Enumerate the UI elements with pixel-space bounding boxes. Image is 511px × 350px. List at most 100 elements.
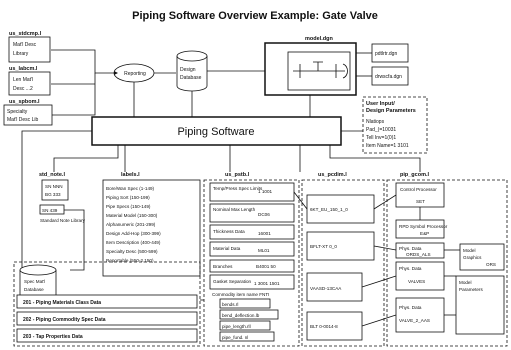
piping-software-label: Piping Software bbox=[177, 126, 254, 138]
file-us-stdcmp: us_stdcmp.l Mat'l Desc Library bbox=[8, 31, 51, 63]
cylinder-top bbox=[176, 50, 208, 62]
file-box bbox=[8, 71, 51, 96]
pstb-extra: Commodity item name FNTI bbox=[212, 292, 269, 297]
pcdim-item: BFLT-XT 0_0 bbox=[310, 244, 337, 249]
std-note-box bbox=[41, 179, 69, 201]
std-note-code-box bbox=[39, 204, 65, 215]
file-name: us_labcm.l bbox=[9, 66, 38, 72]
phys-data-value: VALVES bbox=[408, 279, 425, 284]
db-label: Design bbox=[180, 67, 196, 73]
labels-line: Piping Sort (150-199) bbox=[106, 195, 150, 200]
phys-data-title: Phys. Data bbox=[399, 246, 422, 251]
table-row-box bbox=[16, 294, 198, 309]
pcdim-item-box bbox=[306, 194, 375, 224]
pcdim-item: 6KT_EU_150_1_0 bbox=[310, 207, 348, 212]
connector bbox=[51, 49, 114, 74]
pstb-row-box bbox=[209, 259, 295, 273]
std-note-line: SN NNN bbox=[45, 184, 63, 189]
connector bbox=[52, 73, 96, 116]
model-graphics-line: ORS bbox=[486, 262, 496, 267]
connector bbox=[64, 209, 85, 271]
col-name: pip_gcom.l bbox=[400, 172, 430, 178]
col-us-pstb: us_pstb.l Temp/Press Spec Limits 1 1001 … bbox=[203, 172, 300, 347]
user-input-line: Nlatiops bbox=[366, 119, 385, 125]
connector bbox=[361, 275, 397, 288]
rpd-value: E&P bbox=[420, 231, 429, 236]
reporting-node: Reporting bbox=[113, 63, 155, 83]
col-name: labels.l bbox=[121, 172, 140, 178]
pstb-row-label: Thickness Data bbox=[213, 229, 245, 234]
arrowhead bbox=[114, 71, 118, 75]
pstb-row-box bbox=[209, 274, 295, 290]
model-parameters-box bbox=[455, 275, 505, 335]
table-row: 202 - Piping Commodity Spec Data bbox=[23, 317, 106, 323]
file-line: Len Mat'l bbox=[13, 77, 33, 83]
diagram-title: Piping Software Overview Example: Gate V… bbox=[132, 10, 378, 22]
file-line: Mat'l Desc bbox=[13, 42, 37, 48]
pstb-subfile-box bbox=[219, 309, 279, 320]
col-pip-gcom: pip_gcom.l Control Processor SET RPD Sym… bbox=[386, 172, 508, 347]
file-line: Desc ...2 bbox=[13, 86, 33, 92]
file-us-spbom: us_spbom.l Specialty Mat'l Desc Lib bbox=[3, 99, 53, 126]
std-note-line: BG 333 bbox=[45, 192, 61, 197]
connector bbox=[53, 145, 119, 172]
pstb-subfile: bend_deflection.lb bbox=[222, 313, 260, 318]
control-processor-title: Control Processor bbox=[400, 187, 437, 192]
spec-matl-database: Spec Mat'l Database bbox=[19, 264, 57, 303]
us-pcdim-frame bbox=[301, 179, 385, 347]
connector bbox=[293, 191, 308, 210]
table-row-box bbox=[16, 311, 198, 326]
table-row: 201 - Piping Materials Class Data bbox=[23, 300, 101, 306]
pstb-row-label: Gasket Separation bbox=[213, 279, 251, 284]
file-name: us_spbom.l bbox=[9, 99, 40, 105]
labels-line: Specialty Desc (500-599) bbox=[106, 249, 158, 254]
cylinder-top bbox=[19, 264, 57, 276]
col-name: us_pstb.l bbox=[225, 172, 250, 178]
user-input-line: Pad_(=10031 bbox=[366, 127, 396, 133]
labels-line: Pipe Specs (150-149) bbox=[106, 204, 151, 209]
phys-data-box bbox=[395, 297, 445, 333]
model-dgn: model.dgn bbox=[264, 36, 357, 96]
labels-line: Bore/Wan Spec (1-149) bbox=[106, 186, 155, 191]
design-database: Design Database bbox=[176, 50, 208, 92]
pstb-row-box bbox=[209, 241, 295, 257]
piping-software-box: Piping Software bbox=[91, 116, 342, 146]
pcdim-item-box bbox=[306, 311, 363, 341]
pstb-row-label: Nominal Max Length bbox=[213, 207, 256, 212]
pstb-row-label: Material Data bbox=[213, 246, 241, 251]
pstb-subfile: bends.rl bbox=[222, 302, 238, 307]
pstb-subfile-box bbox=[219, 331, 275, 342]
pstb-row-box bbox=[209, 224, 295, 240]
std-note-foot: Standard Note Library bbox=[40, 218, 86, 223]
file-line: Library bbox=[13, 51, 29, 57]
file-name: us_stdcmp.l bbox=[9, 31, 42, 37]
table-row: 203 - Tap Properties Data bbox=[23, 334, 83, 340]
connector bbox=[373, 194, 397, 210]
model-graphics-line: Graphics bbox=[463, 255, 482, 260]
pstb-row-label: Branches bbox=[213, 264, 233, 269]
pstb-subfile-box bbox=[219, 320, 271, 331]
labels-line: Alphanumeric (201-299) bbox=[106, 222, 156, 227]
db-label: Database bbox=[180, 75, 202, 81]
phys-data-box bbox=[395, 261, 445, 291]
file-line: Specialty bbox=[7, 109, 28, 115]
pstb-row-value: 16001 bbox=[258, 231, 271, 236]
spec-group-frame bbox=[13, 261, 201, 347]
labels-line: Material Model (150-300) bbox=[106, 213, 158, 218]
file-line: Mat'l Desc Lib bbox=[7, 117, 38, 123]
user-input-line: Tell Inv=1(0)1 bbox=[366, 135, 396, 141]
cylinder-body bbox=[176, 56, 208, 92]
col-name: std_note.l bbox=[39, 172, 65, 178]
col-labels: labels.l Bore/Wan Spec (1-149) Piping So… bbox=[102, 172, 201, 277]
user-input-subtitle: Design Parameters bbox=[366, 108, 416, 114]
std-note-code: SN 439 bbox=[42, 208, 58, 213]
col-us-pcdim: us_pcdim.l 6KT_EU_150_1_0 BFLT-XT 0_0 VA… bbox=[301, 172, 385, 347]
phys-data-value: VALVE_2_AAS bbox=[399, 318, 430, 323]
phys-data-title: Phys. Data bbox=[399, 305, 422, 310]
file-box bbox=[8, 36, 51, 63]
file-pdtlrtr: pdtlrtr.dgn bbox=[375, 51, 397, 57]
pip-gcom-frame bbox=[386, 179, 508, 347]
file-drwscfa: drwscfa.dgn bbox=[375, 74, 402, 80]
col-std-note: std_note.l SN NNN BG 333 SN 439 Standard… bbox=[39, 172, 86, 223]
